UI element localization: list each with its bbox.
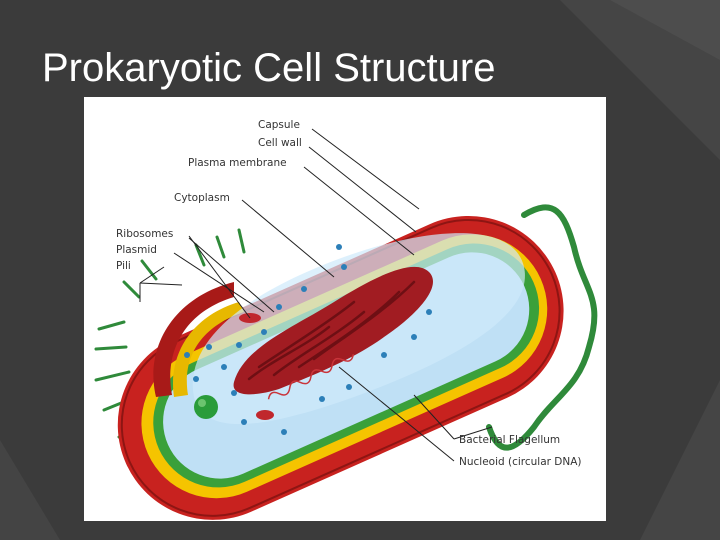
diagram-panel: Capsule Cell wall Plasma membrane Cytopl… xyxy=(84,97,606,521)
flagellum-shape xyxy=(486,204,598,451)
label-nucleoid: Nucleoid (circular DNA) xyxy=(459,456,582,468)
leader-lines xyxy=(139,128,493,462)
nucleoid-shape xyxy=(233,266,433,400)
label-capsule: Capsule xyxy=(258,119,300,131)
label-flagellum: Bacterial Flagellum xyxy=(459,434,560,446)
slide-title: Prokaryotic Cell Structure xyxy=(42,46,496,90)
plasmid-shape-2 xyxy=(256,410,274,420)
label-plasma-membrane: Plasma membrane xyxy=(188,157,287,169)
label-pili: Pili xyxy=(116,260,131,272)
granule-shape xyxy=(194,395,218,419)
label-ribosomes: Ribosomes xyxy=(116,228,173,240)
ribosome-shapes xyxy=(184,244,432,435)
label-cytoplasm: Cytoplasm xyxy=(174,192,230,204)
prokaryotic-cell-diagram: Capsule Cell wall Plasma membrane Cytopl… xyxy=(94,119,598,520)
label-cell-wall: Cell wall xyxy=(258,137,302,149)
label-plasmid: Plasmid xyxy=(116,244,157,256)
